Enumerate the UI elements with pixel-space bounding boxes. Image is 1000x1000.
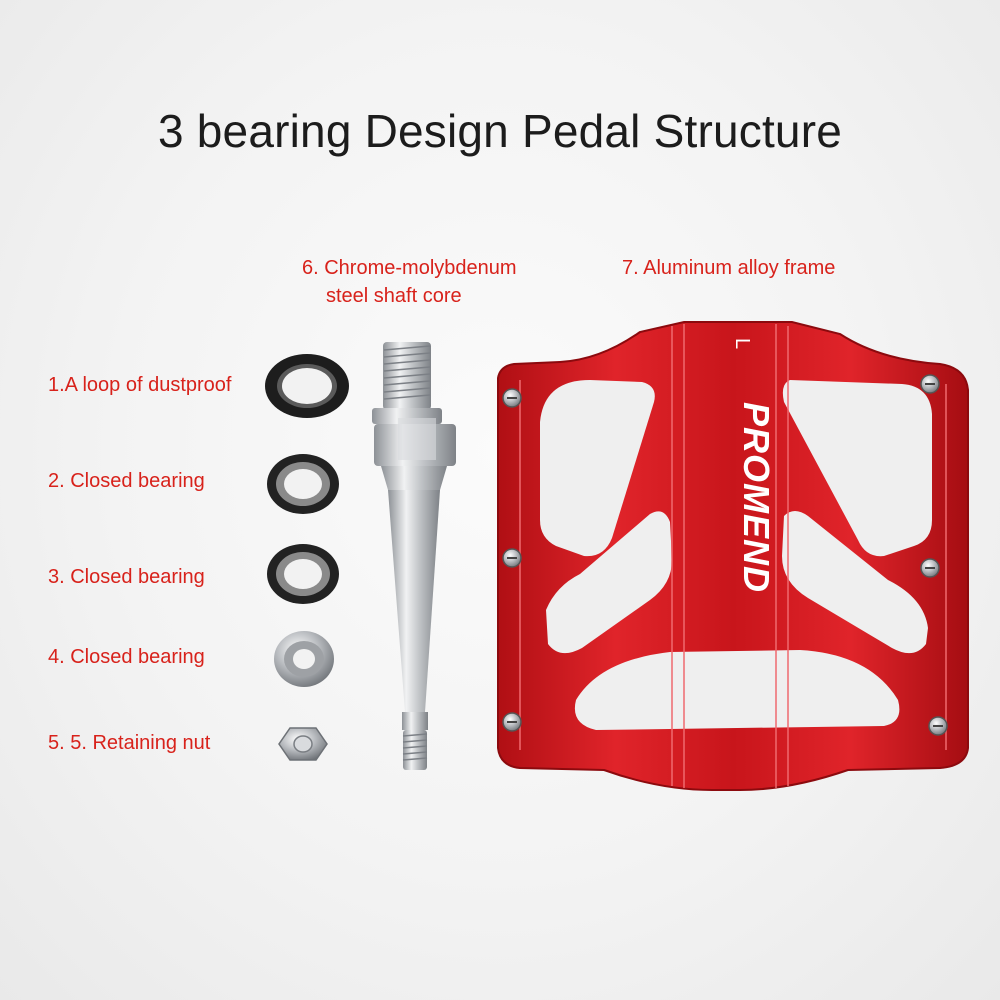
callout-shaft-line-2: steel shaft core xyxy=(326,285,462,307)
part-label-bearing-3: 3. Closed bearing xyxy=(48,566,205,588)
brand-logo: PROMEND xyxy=(736,402,777,593)
callout-shaft-line-1: 6. Chrome-molybdenum xyxy=(302,257,517,279)
bearing-2-icon xyxy=(267,454,339,514)
callout-shaft-core: 6. Chrome-molybdenum steel shaft core xyxy=(302,254,517,310)
frame-cutout-bottom xyxy=(574,650,900,730)
spindle-shaft-icon xyxy=(372,342,456,770)
part-label-dustproof-loop: 1.A loop of dustproof xyxy=(48,374,232,396)
part-label-bearing-2: 2. Closed bearing xyxy=(48,470,205,492)
part-label-retaining-nut: 5. 5. Retaining nut xyxy=(48,732,211,754)
frame-cutout-top-left xyxy=(540,380,655,557)
retaining-nut-icon xyxy=(278,727,328,761)
frame-cutout-top-right xyxy=(782,380,932,557)
page-title: 3 bearing Design Pedal Structure xyxy=(157,105,843,157)
frame-cutout-mid-left xyxy=(546,511,672,654)
bearing-4-icon xyxy=(274,631,334,687)
part-label-bearing-4: 4. Closed bearing xyxy=(48,646,205,668)
pedal-frame-icon: PROMEND L xyxy=(497,321,969,791)
callout-frame: 7. Aluminum alloy frame xyxy=(622,257,836,279)
dustproof-ring-icon xyxy=(265,354,349,418)
size-mark: L xyxy=(731,338,753,349)
pins-icon xyxy=(502,374,948,736)
bearing-3-icon xyxy=(267,544,339,604)
frame-cutout-mid-right xyxy=(782,511,928,654)
